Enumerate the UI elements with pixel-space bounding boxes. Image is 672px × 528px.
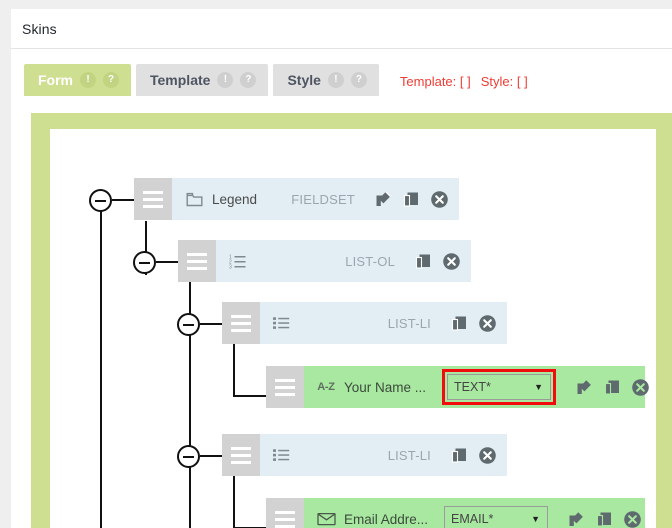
tab-style-help-icon[interactable]: ?: [350, 72, 367, 88]
tree-node-list-ol-actions: [413, 251, 461, 271]
tree-node-fieldset[interactable]: Legend FIELDSET: [134, 178, 459, 220]
copy-icon[interactable]: [401, 189, 421, 209]
tab-template-label: Template: [150, 72, 211, 88]
tree-line-listol-trunk: [189, 279, 191, 528]
tree-node-fieldset-tag: FIELDSET: [291, 191, 355, 207]
tree-line-stub-2: [156, 261, 178, 263]
tree-line-stub-4: [200, 455, 222, 457]
edit-icon[interactable]: [373, 189, 393, 209]
tree-toggle-list-ol[interactable]: [133, 251, 156, 274]
form-canvas: Legend FIELDSET: [31, 113, 672, 528]
drag-handle-icon[interactable]: [222, 302, 260, 344]
field-type-select-email-value: EMAIL*: [451, 512, 494, 526]
tree-toggle-list-li-2[interactable]: [177, 445, 200, 468]
copy-icon[interactable]: [449, 313, 469, 333]
folder-icon: [184, 189, 204, 209]
tab-template-help-icon[interactable]: ?: [240, 72, 257, 88]
tree-node-email-field-body: Email Addre... EMAIL* ▼: [304, 498, 645, 528]
bulleted-list-icon: [272, 313, 292, 333]
tree-node-list-li-1-tag: LIST-LI: [387, 315, 431, 331]
tab-style-label: Style: [287, 72, 321, 88]
tree-toggle-list-li-1[interactable]: [177, 313, 200, 336]
form-tree: Legend FIELDSET: [50, 129, 656, 528]
tab-style-alert-icon[interactable]: !: [327, 72, 344, 88]
tab-form-alert-icon[interactable]: !: [80, 72, 96, 88]
chevron-down-icon: ▼: [534, 382, 544, 392]
template-status: Template: [ ]: [399, 74, 471, 89]
edit-icon[interactable]: [566, 509, 586, 528]
tree-node-list-li-2-tag: LIST-LI: [387, 447, 431, 463]
svg-text:3: 3: [229, 264, 232, 269]
tree-line-root: [100, 211, 102, 528]
tab-template[interactable]: Template ! ?: [136, 64, 269, 96]
page-header: Skins: [11, 9, 672, 49]
tree-line-fieldset-child: [145, 221, 147, 275]
drag-handle-icon[interactable]: [134, 178, 172, 220]
delete-icon[interactable]: [477, 445, 497, 465]
skin-status-notice: Template: [ ] Style: [ ]: [400, 74, 528, 89]
drag-handle-icon[interactable]: [178, 240, 216, 282]
tree-node-text-field-label: Your Name ...: [344, 379, 427, 395]
tree-node-list-li-1-actions: [449, 313, 497, 333]
envelope-icon: [316, 509, 336, 528]
drag-handle-icon[interactable]: [266, 366, 304, 408]
tree-node-fieldset-body: Legend FIELDSET: [172, 178, 459, 220]
tab-bar: Form ! ? Template ! ? Style ! ? Template…: [11, 49, 672, 96]
drag-handle-icon[interactable]: [222, 434, 260, 476]
tree-node-list-ol[interactable]: 1 2 3 LIST-OL: [178, 240, 471, 282]
style-status: Style: [ ]: [480, 74, 528, 89]
tree-toggle-fieldset[interactable]: [89, 189, 112, 212]
field-type-select-wrap-email: EMAIL* ▼: [444, 506, 549, 528]
svg-text:2: 2: [229, 260, 232, 266]
tree-node-fieldset-actions: [373, 189, 449, 209]
tree-line-li2-child: [233, 473, 235, 528]
tab-form-help-icon[interactable]: ?: [103, 72, 119, 88]
tree-node-text-field[interactable]: A-Z Your Name ... TEXT* ▼: [266, 366, 649, 408]
tree-node-fieldset-label: Legend: [212, 191, 258, 207]
delete-icon[interactable]: [477, 313, 497, 333]
field-type-select-text-value: TEXT*: [454, 380, 491, 394]
copy-icon[interactable]: [594, 509, 614, 528]
tree-node-list-ol-tag: LIST-OL: [345, 253, 395, 269]
skins-page: Skins Form ! ? Template ! ? Style ! ? Te…: [11, 9, 672, 528]
delete-icon[interactable]: [622, 509, 642, 528]
delete-icon[interactable]: [441, 251, 461, 271]
tab-form[interactable]: Form ! ?: [24, 64, 131, 96]
tab-template-alert-icon[interactable]: !: [217, 72, 234, 88]
tree-line-li1-child-h: [233, 395, 275, 397]
tree-node-list-li-1-body: LIST-LI: [260, 302, 507, 344]
tab-form-label: Form: [38, 72, 73, 88]
field-type-select-email[interactable]: EMAIL* ▼: [444, 506, 549, 528]
tree-node-list-ol-body: 1 2 3 LIST-OL: [216, 240, 471, 282]
copy-icon[interactable]: [413, 251, 433, 271]
copy-icon[interactable]: [602, 377, 622, 397]
tree-line-stub-1: [112, 199, 134, 201]
tree-node-text-field-body: A-Z Your Name ... TEXT* ▼: [304, 366, 649, 408]
tree-node-list-li-2-body: LIST-LI: [260, 434, 507, 476]
tree-line-li1-child: [233, 341, 235, 397]
a-z-icon: A-Z: [317, 381, 335, 393]
delete-icon[interactable]: [630, 377, 650, 397]
tree-node-email-field-actions: [566, 509, 642, 528]
tree-node-list-li-2[interactable]: LIST-LI: [222, 434, 507, 476]
drag-handle-icon[interactable]: [266, 498, 304, 528]
tree-node-text-field-actions: [574, 377, 650, 397]
bulleted-list-icon: [272, 445, 292, 465]
edit-icon[interactable]: [574, 377, 594, 397]
tab-style[interactable]: Style ! ?: [273, 64, 379, 96]
page-title: Skins: [22, 20, 57, 37]
tree-node-list-li-1[interactable]: LIST-LI: [222, 302, 507, 344]
copy-icon[interactable]: [449, 445, 469, 465]
tree-line-stub-3: [200, 323, 222, 325]
field-type-select-highlight: TEXT* ▼: [442, 369, 557, 405]
ordered-list-icon: 1 2 3: [228, 251, 248, 271]
chevron-down-icon: ▼: [531, 514, 541, 524]
field-type-select-text[interactable]: TEXT* ▼: [447, 374, 552, 400]
tree-node-email-field[interactable]: Email Addre... EMAIL* ▼: [266, 498, 645, 528]
delete-icon[interactable]: [429, 189, 449, 209]
svg-text:1: 1: [229, 255, 232, 261]
tree-node-email-field-label: Email Addre...: [344, 511, 429, 527]
tree-node-list-li-2-actions: [449, 445, 497, 465]
